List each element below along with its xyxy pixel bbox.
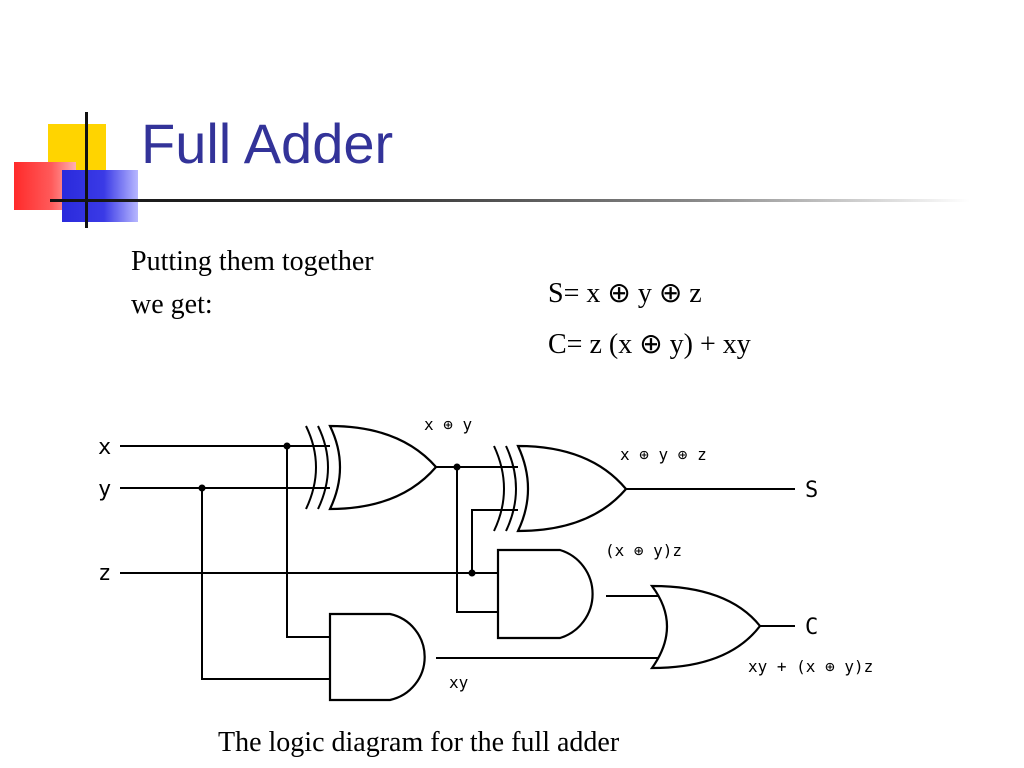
- and-gate-xyz: [496, 548, 594, 640]
- page-title: Full Adder: [141, 112, 394, 175]
- and-gate-xy: [328, 612, 426, 702]
- output-label-c: C: [805, 615, 818, 640]
- input-label-z: z: [98, 561, 111, 586]
- junction-dot: [198, 484, 206, 492]
- title-underline: [50, 199, 970, 202]
- wire-y-to-and-xy: [201, 488, 330, 680]
- wires: [120, 445, 795, 680]
- intro-text: Putting them together we get:: [131, 240, 374, 326]
- junction-dot: [453, 463, 461, 471]
- and-xy-output-label: xy: [449, 673, 469, 692]
- output-label-s: S: [805, 478, 818, 503]
- input-label-y: y: [98, 477, 111, 502]
- and-xyz-output-label: (x ⊕ y)z: [605, 541, 682, 560]
- wire-z-to-xor2: [471, 509, 518, 573]
- wire-xor1-out-to-and-xyz: [456, 467, 498, 613]
- decor-blue-square: [62, 170, 138, 222]
- xor-gate-1: [305, 424, 438, 511]
- decor-vertical-line: [85, 112, 88, 228]
- intro-line-1: Putting them together: [131, 246, 374, 277]
- sum-equation: S= x ⊕ y ⊕ z: [548, 278, 702, 309]
- wire-x-to-and-xy: [286, 446, 330, 638]
- intro-line-2: we get:: [131, 289, 213, 320]
- xor2-output-label: x ⊕ y ⊕ z: [620, 445, 707, 464]
- input-label-x: x: [98, 435, 111, 460]
- xor1-output-label: x ⊕ y: [424, 415, 473, 434]
- xor-gate-2: [493, 444, 628, 533]
- junction-dot: [468, 569, 476, 577]
- carry-equation: C= z (x ⊕ y) + xy: [548, 329, 751, 360]
- or-gate: [649, 584, 762, 670]
- diagram-caption: The logic diagram for the full adder: [218, 727, 620, 758]
- junction-dot: [283, 442, 291, 450]
- carry-expression-label: xy + (x ⊕ y)z: [748, 657, 873, 676]
